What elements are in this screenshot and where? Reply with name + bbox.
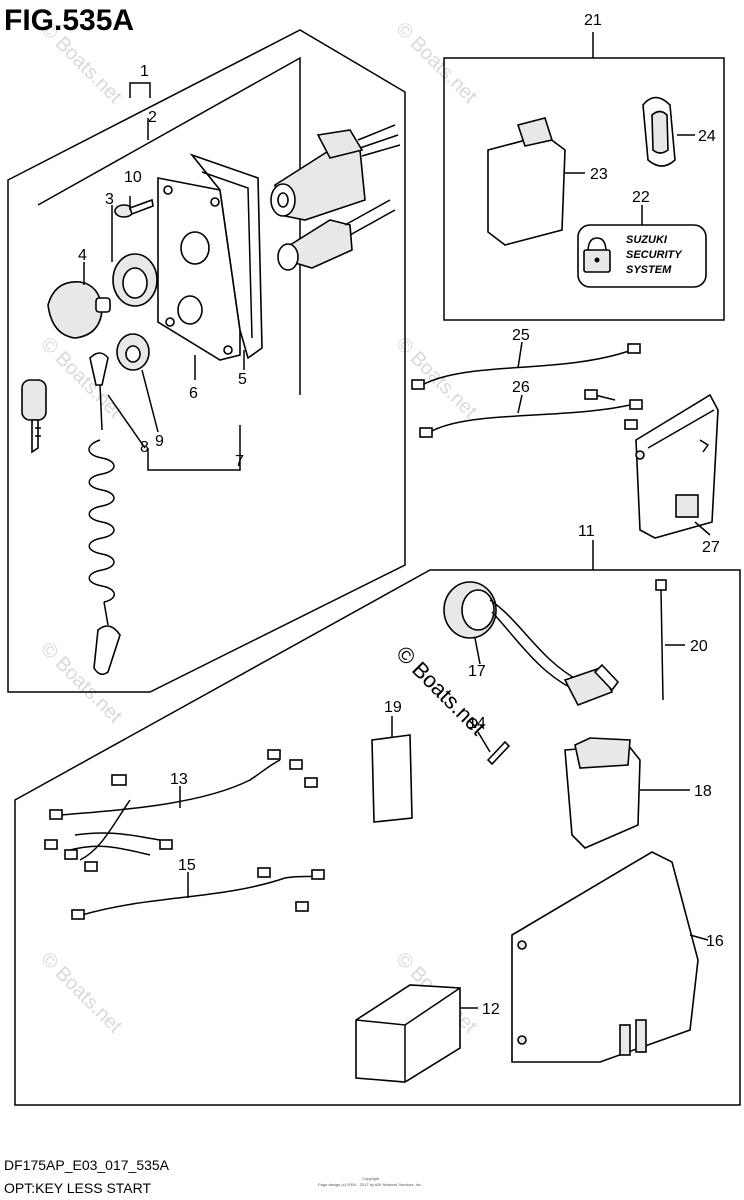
callout-14: 14 [468,715,486,732]
screw-14 [486,740,511,766]
callout-16: 16 [706,933,724,950]
gasket [189,153,263,360]
callout-9: 9 [155,433,164,450]
ignition-knob [47,281,103,339]
callout-11: 11 [578,523,595,540]
callout-20: 20 [690,638,708,655]
security-module [487,134,566,246]
callout-18: 18 [694,783,712,800]
callout-23: 23 [590,166,608,183]
security-kit: SUZUKI SECURITY SYSTEM [487,96,707,288]
callout-5: 5 [238,371,247,388]
callout-25: 25 [512,327,530,344]
harness-13 [59,759,281,816]
callout-4: 4 [78,247,87,264]
case-12 [355,984,461,1083]
callout-21: 21 [584,12,602,29]
watermark: © Boats.net [36,333,126,423]
stop-switch [277,199,396,271]
callout-26: 26 [512,379,530,396]
copyright-line2: Page design (c) 2004 - 2017 by ARI Netwo… [318,1182,422,1187]
harness-15 [81,874,321,916]
callout-22: 22 [632,189,650,206]
callout-8: 8 [140,439,149,456]
figure-title: FIG.535A [4,4,134,37]
callout-2: 2 [148,109,157,126]
ecu-cover [511,851,699,1063]
callout-1: 1 [140,63,149,80]
callout-7: 7 [235,453,244,470]
leader-lines [83,134,711,1009]
cable-tie [655,579,667,591]
callout-27: 27 [702,539,720,556]
copyright-line1: Copyright [362,1176,380,1181]
key-icon [21,379,47,454]
figure-subtitle: OPT:KEY LESS START [4,1180,152,1196]
security-label-line3: SYSTEM [626,264,672,276]
key-switch-assembly [21,124,401,676]
harness-26 [429,404,631,433]
callout-24: 24 [698,128,716,145]
security-label-line2: SECURITY [626,249,683,261]
callout-19: 19 [384,699,402,716]
model-code: DF175AP_E03_017_535A [4,1157,170,1173]
ignition-switch-icon [270,124,401,221]
lanyard-cord-icon [88,352,121,676]
callout-12: 12 [482,1001,500,1018]
manual-sheet [371,734,413,823]
callout-17: 17 [468,663,486,680]
control-unit-icon [635,393,719,539]
frame-2 [37,56,301,395]
callout-13: 13 [170,771,188,788]
callouts: 1 2 3 4 5 6 7 8 9 10 11 12 13 14 15 16 1… [78,12,724,1018]
keyless-kit [44,579,699,1083]
callout-10: 10 [124,169,142,186]
frame-11 [14,569,741,1106]
group-frames [7,29,741,1106]
callout-3: 3 [105,191,114,208]
callout-15: 15 [178,857,196,874]
frame-1 [7,29,406,693]
callout-6: 6 [189,385,198,402]
screw [114,198,154,218]
security-label-line1: SUZUKI [626,234,668,246]
frame-1-bracket [129,82,151,98]
frame-21 [443,57,725,321]
padlock-icon [583,237,611,273]
frame-7-bracket [147,425,241,471]
watermark: © Boats.net [36,948,126,1038]
